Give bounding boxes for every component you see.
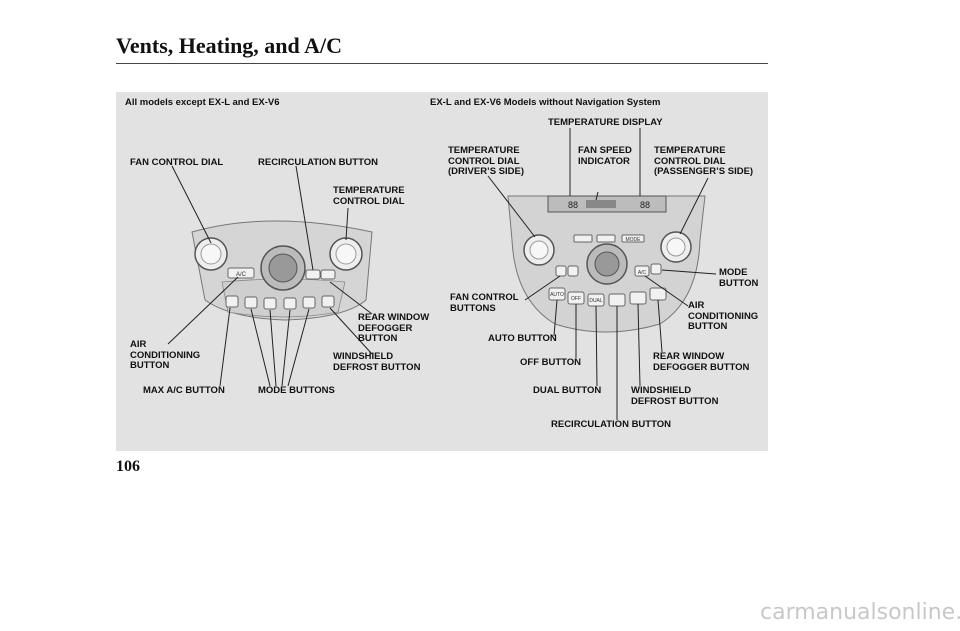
left-recirc-button [305,269,321,280]
left-max-ac-button [225,295,239,308]
left-ac-button [227,267,255,279]
label-recirculation-button-left: RECIRCULATION BUTTON [258,157,378,168]
right-control-panel: 88 88 MODE A/C AUTO OFF DUAL [487,128,717,420]
left-mode-button-2 [263,297,277,310]
right-ac-button-text: A/C [638,270,647,276]
label-fan-speed-indicator: FAN SPEED INDICATOR [578,145,632,167]
label-temperature-control-dial: TEMPERATURE CONTROL DIAL [333,185,405,207]
label-fan-control-buttons: FAN CONTROL BUTTONS [450,292,519,314]
title-rule [116,63,768,64]
fan-control-button-up [567,265,579,277]
label-dual-button: DUAL BUTTON [533,385,602,396]
page-title: Vents, Heating, and A/C [116,33,342,58]
right-ac-button [634,265,650,277]
left-section-heading: All models except EX-L and EX-V6 [125,97,280,108]
left-mode-button-1 [244,296,258,309]
label-temp-dial-passenger: TEMPERATURE CONTROL DIAL (PASSENGER’S SI… [654,145,754,177]
label-off-button: OFF BUTTON [520,357,582,368]
label-max-ac-button: MAX A/C BUTTON [143,385,225,396]
left-windshield-button [321,295,335,308]
recirculation-button [608,293,626,307]
mode-button-text: MODE [626,237,642,243]
label-temperature-display: TEMPERATURE DISPLAY [548,117,663,128]
off-button-text: OFF [571,296,581,302]
label-windshield-defrost-right: WINDSHIELD DEFROST BUTTON [631,385,719,407]
mode-button [621,234,645,243]
watermark: carmanualsonline.info [760,600,960,625]
label-recirculation-button-right: RECIRCULATION BUTTON [551,419,671,430]
label-rear-window-defogger-left: REAR WINDOW DEFOGGER BUTTON [358,312,430,344]
rear-defog-button [649,287,667,301]
label-rear-window-defogger-right: REAR WINDOW DEFOGGER BUTTON [653,351,750,373]
left-control-panel: A/C [167,165,373,387]
display-left-text: 88 [568,200,578,210]
display-right-text: 88 [640,200,650,210]
label-air-conditioning-right: AIR CONDITIONING BUTTON [688,300,759,332]
label-auto-button: AUTO BUTTON [488,333,557,344]
windshield-defrost-button [629,291,647,305]
label-windshield-defrost-left: WINDSHIELD DEFROST BUTTON [333,351,421,373]
left-rear-defog-button [320,269,336,280]
label-temp-dial-driver: TEMPERATURE CONTROL DIAL (DRIVER’S SIDE) [448,145,525,177]
fan-control-button-down [555,265,567,277]
left-mode-button-4 [302,296,316,309]
right-section-heading: EX-L and EX-V6 Models without Navigation… [430,97,661,108]
dual-button-text: DUAL [589,298,603,304]
label-mode-button: MODE BUTTON [719,267,759,289]
label-mode-buttons: MODE BUTTONS [258,385,335,396]
label-air-conditioning-left: AIR CONDITIONING BUTTON [130,339,201,371]
left-ac-button-text: A/C [236,272,247,278]
left-mode-button-3 [283,297,297,310]
page-number: 106 [116,458,140,475]
label-fan-control-dial: FAN CONTROL DIAL [130,157,224,168]
auto-button-text: AUTO [550,292,564,298]
